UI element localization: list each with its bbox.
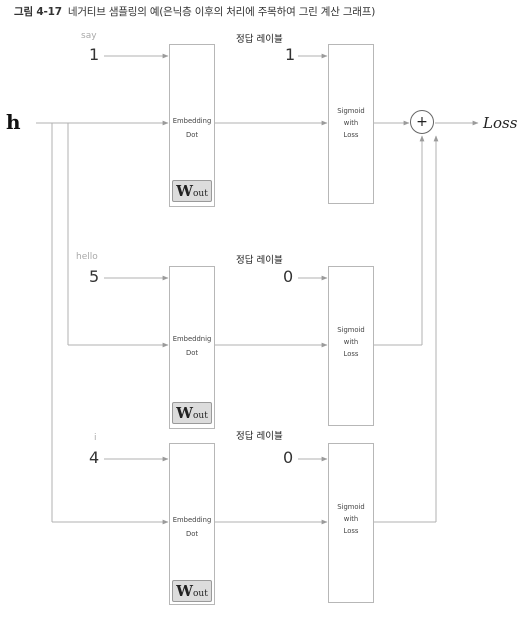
figure-number: 그림 4-17	[14, 6, 62, 18]
embedding-dot-layer-3: Embedding Dot Wout	[169, 443, 215, 605]
label-title-2: 정답 레이블	[236, 255, 283, 266]
sigmoid-with-loss-layer-3: Sigmoid with Loss	[328, 443, 374, 603]
sigmoid-with-loss-layer-1: Sigmoid with Loss	[328, 44, 374, 204]
dot-label-1: Dot	[185, 131, 199, 139]
w-out-param-3: Wout	[172, 580, 212, 602]
embedding-label-2: Embeddnig	[172, 335, 212, 343]
embedding-label-1: Embedding	[172, 117, 212, 125]
label-value-3: 0	[283, 448, 294, 467]
label-title-1: 정답 레이블	[236, 34, 283, 45]
label-value-2: 0	[283, 267, 294, 286]
label-value-1: 1	[285, 45, 296, 64]
dot-label-3: Dot	[185, 530, 199, 538]
word-index-2: 5	[89, 267, 100, 286]
embedding-dot-layer-2: Embeddnig Dot Wout	[169, 266, 215, 429]
label-title-3: 정답 레이블	[236, 431, 283, 442]
word-index-3: 4	[89, 448, 100, 467]
figure-caption-text: 네거티브 샘플링의 예(은닉층 이후의 처리에 주목하여 그린 계산 그래프)	[67, 6, 376, 18]
loss-output: Loss	[483, 114, 518, 132]
figure-caption: 그림 4-17 네거티브 샘플링의 예(은닉층 이후의 처리에 주목하여 그린 계…	[14, 4, 375, 19]
w-out-param-2: Wout	[172, 402, 212, 424]
embedding-dot-layer-1: Embedding Dot Wout	[169, 44, 215, 207]
w-out-param-1: Wout	[172, 180, 212, 202]
word-label-2: hello	[76, 252, 98, 262]
embedding-label-3: Embedding	[172, 516, 212, 524]
word-index-1: 1	[89, 45, 100, 64]
hidden-vector-h: h	[6, 110, 21, 134]
dot-label-2: Dot	[185, 349, 199, 357]
word-label-1: say	[81, 31, 97, 41]
word-label-3: i	[94, 433, 97, 443]
sum-node: +	[410, 110, 434, 134]
sigmoid-with-loss-layer-2: Sigmoid with Loss	[328, 266, 374, 426]
